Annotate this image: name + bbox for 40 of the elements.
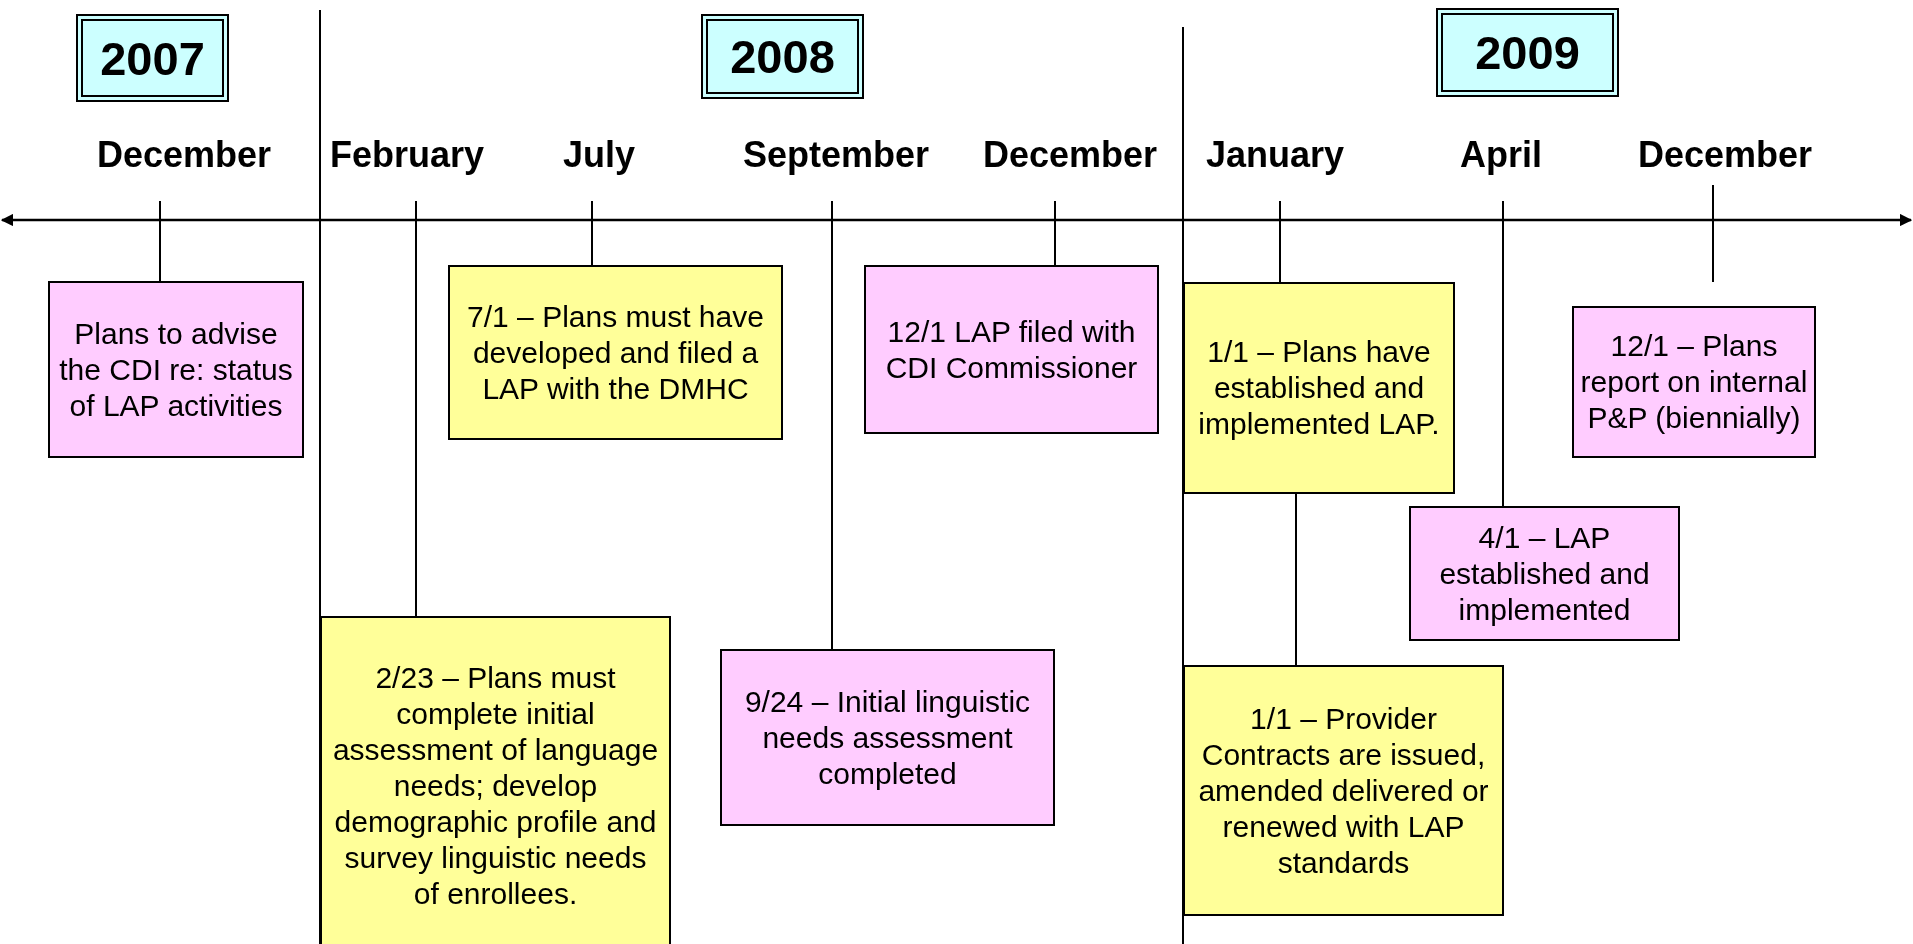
leader-line	[415, 200, 417, 617]
event-text: Plans to advise the CDI re: status of LAP activities	[58, 315, 294, 424]
leader-line	[1295, 493, 1297, 666]
event-box	[720, 649, 1055, 826]
event-text: 12/1 – Plans report on internal P&P (biennially)	[1580, 328, 1808, 436]
month-label: July	[563, 134, 635, 176]
month-label: January	[1205, 134, 1345, 176]
event-text: 7/1 – Plans must have developed and filed a LAP with the DMHC	[466, 298, 765, 407]
month-label: December	[1637, 134, 1813, 176]
leader-line	[591, 200, 593, 266]
year-text: 2008	[730, 29, 835, 84]
leader-line	[159, 200, 161, 282]
event-box	[1183, 665, 1504, 916]
event-text: 4/1 – LAP established and implemented	[1438, 519, 1651, 628]
month-label: December	[96, 134, 272, 176]
leader-line	[831, 200, 833, 650]
year-text: 2007	[100, 30, 205, 86]
leader-line	[1502, 200, 1504, 507]
leader-line	[1054, 200, 1056, 266]
event-text: 1/1 – Provider Contracts are issued, amended delivered or renewed with LAP standards	[1197, 700, 1490, 881]
event-box	[1409, 506, 1680, 641]
event-box	[320, 616, 671, 944]
month-label: September	[742, 134, 930, 176]
event-text: 1/1 – Plans have established and implemented LAP.	[1197, 334, 1441, 442]
month-label: April	[1460, 134, 1542, 176]
event-box	[1572, 306, 1816, 458]
year-box	[701, 14, 864, 99]
event-box	[864, 265, 1159, 434]
event-text: 12/1 LAP filed with CDI Commissioner	[884, 313, 1139, 386]
event-box	[448, 265, 783, 440]
event-box	[1183, 282, 1455, 494]
month-label: February	[329, 134, 485, 176]
year-box	[1436, 8, 1619, 97]
year-text: 2009	[1475, 25, 1580, 80]
leader-line	[1279, 200, 1281, 283]
year-box	[76, 14, 229, 102]
event-text: 9/24 – Initial linguistic needs assessment completed	[743, 683, 1032, 792]
event-text: 2/23 – Plans must complete initial assessment of language needs; develop demographic profile and survey linguistic needs of enrollees.	[331, 660, 660, 912]
event-box	[48, 281, 304, 458]
month-label: December	[982, 134, 1158, 176]
